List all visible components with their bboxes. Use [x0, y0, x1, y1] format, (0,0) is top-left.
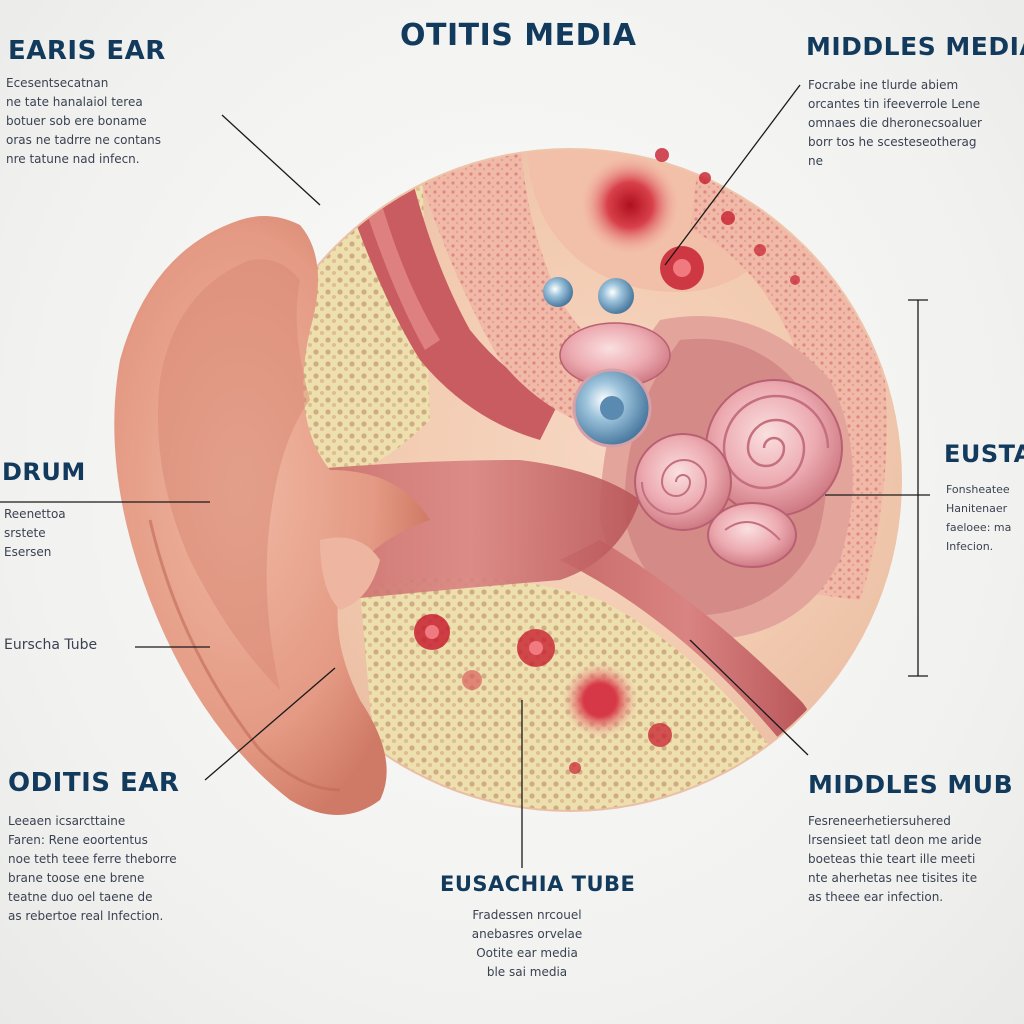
- label-body-top-right: Focrabe ine tlurde abiem orcantes tin if…: [808, 78, 982, 168]
- label-body-bottom-center: Fradessen nrcouel anebasres orvelae Ooti…: [471, 908, 583, 979]
- label-eusta-small: Eurscha Tube: [4, 637, 98, 653]
- leader-bottom-left: [204, 667, 336, 781]
- leader-top-left: [221, 114, 321, 206]
- cochlea: [634, 379, 843, 568]
- label-body-right-mid: Fonsheatee Hanitenaer faeloee: ma Infeci…: [946, 483, 1012, 553]
- eustachian-tube: [560, 540, 814, 760]
- label-heading-top-right: MIDDLES MEDIA: [806, 32, 1024, 61]
- membrane-bulb-right: [598, 278, 634, 314]
- label-heading-bottom-center: EUSACHIA TUBE: [440, 872, 636, 896]
- label-body-drum: Reenettoa srstete Esersen: [4, 507, 66, 559]
- ossicles: [543, 277, 671, 448]
- label-body-top-left: Ecesentsecatnan ne tate hanalaiol terea …: [6, 76, 162, 166]
- leader-lines: [0, 84, 930, 868]
- membrane-bulb-left: [543, 277, 573, 307]
- label-heading-right-mid: EUSTA: [944, 440, 1024, 468]
- label-heading-bottom-right: MIDDLES MUB: [808, 770, 1014, 799]
- label-heading-top-left: EARIS EAR: [8, 36, 166, 66]
- pinna: [114, 216, 431, 815]
- page-title: OTITIS MEDIA: [400, 18, 637, 53]
- label-body-bottom-left: Leeaen icsarcttaine Faren: Rene eoortent…: [8, 814, 177, 923]
- leader-top-right: [664, 84, 801, 266]
- leader-bottom-right: [689, 639, 809, 756]
- label-heading-drum: DRUM: [2, 458, 86, 486]
- label-body-bottom-right: Fesreneerhetiersuhered lrsensieet tatl d…: [808, 814, 982, 904]
- label-heading-bottom-left: ODITIS EAR: [8, 768, 180, 798]
